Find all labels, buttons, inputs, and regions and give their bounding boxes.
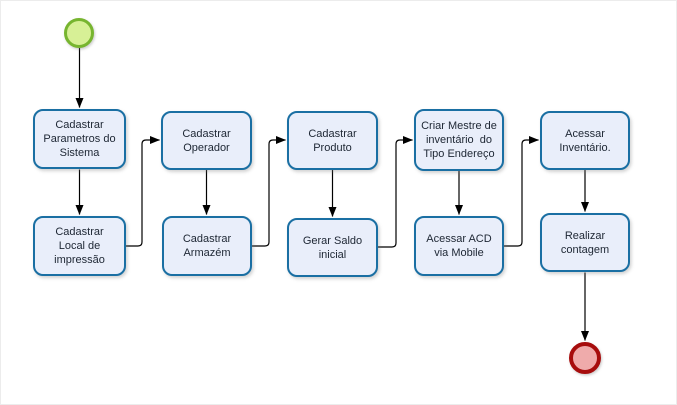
edge-armazem-to-produto [252, 136, 286, 247]
node-cadastrar-produto[interactable]: Cadastrar Produto [287, 111, 378, 170]
node-acessar-acd-mobile[interactable]: Acessar ACD via Mobile [414, 216, 504, 276]
node-acessar-inventario[interactable]: Acessar Inventário. [540, 111, 630, 170]
node-cadastrar-local-impressao[interactable]: Cadastrar Local de impressão [33, 216, 126, 276]
end-event[interactable] [569, 342, 601, 374]
node-gerar-saldo-inicial[interactable]: Gerar Saldo inicial [287, 218, 378, 277]
start-event[interactable] [64, 18, 94, 48]
node-criar-mestre-inventario[interactable]: Criar Mestre de inventário do Tipo Ender… [414, 109, 504, 171]
edge-gerar-saldo-to-criar-mestre [378, 136, 413, 248]
node-cadastrar-parametros-sistema[interactable]: Cadastrar Parametros do Sistema [33, 109, 126, 169]
node-realizar-contagem[interactable]: Realizar contagem [540, 213, 630, 272]
node-cadastrar-armazem[interactable]: Cadastrar Armazém [162, 216, 252, 276]
node-cadastrar-operador[interactable]: Cadastrar Operador [161, 111, 252, 170]
edge-acessar-acd-to-acessar-inventario [504, 136, 539, 247]
edge-local-impressao-to-operador [126, 136, 160, 247]
